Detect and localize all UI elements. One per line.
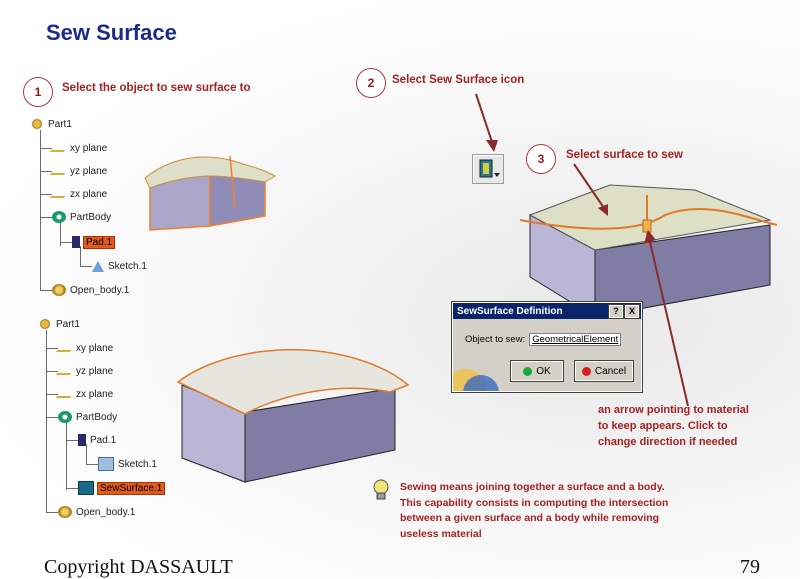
tree-node-label: Open_body.1 (76, 506, 136, 518)
plane-icon (55, 344, 75, 352)
tree-node-label: Part1 (56, 318, 80, 330)
tree-node-part[interactable]: Part1 (30, 117, 72, 131)
ok-button[interactable]: OK (510, 360, 564, 382)
object-to-sew-label: Object to sew: (465, 334, 526, 345)
object-to-sew-field[interactable]: GeometricalElement (529, 333, 622, 346)
tree-node-partbody[interactable]: PartBody (58, 410, 117, 424)
sew-surface-icon (78, 481, 94, 495)
sketch-icon (92, 260, 104, 272)
tree-node-label: Sketch.1 (118, 458, 157, 470)
ok-icon (523, 366, 533, 376)
tree-node-pad[interactable]: Pad.1 (72, 235, 116, 249)
pad-with-surface-model (144, 155, 276, 231)
tree-node-label: PartBody (70, 211, 112, 223)
tree-node-label: xy plane (76, 342, 114, 354)
tree-node-xy-plane[interactable]: xy plane (55, 341, 114, 355)
tree-node-label: Pad.1 (90, 434, 117, 446)
pad-surface-model (519, 184, 778, 318)
tree-node-open-body[interactable]: Open_body.1 (52, 283, 129, 297)
step-3-badge: 3 (526, 144, 556, 174)
tree-node-yz-plane[interactable]: yz plane (55, 364, 114, 378)
part-icon (30, 118, 44, 130)
tree-node-label: zx plane (76, 388, 114, 400)
help-button[interactable]: ? (608, 304, 624, 319)
open-body-icon (58, 506, 72, 518)
tree-node-label: yz plane (70, 165, 108, 177)
ok-label: OK (536, 365, 551, 377)
tree-node-partbody[interactable]: PartBody (52, 210, 111, 224)
direction-annotation-arrow (644, 230, 689, 407)
step-2-arrow (475, 93, 498, 152)
open-body-icon (52, 284, 66, 296)
note-line: between a given surface and a body while… (400, 512, 660, 524)
direction-annotation: an arrow pointing to material to keep ap… (598, 402, 749, 450)
tree-node-part[interactable]: Part1 (38, 317, 80, 331)
tree-node-open-body[interactable]: Open_body.1 (58, 505, 135, 519)
tree-node-pad[interactable]: Pad.1 (78, 433, 116, 447)
step-3-arrow (573, 163, 608, 216)
tree-node-zx-plane[interactable]: zx plane (55, 387, 114, 401)
cancel-label: Cancel (594, 365, 627, 377)
pad-icon (78, 434, 86, 446)
tree-node-label-selected: Pad.1 (82, 235, 116, 249)
tree-node-zx-plane[interactable]: zx plane (49, 187, 108, 201)
tree-node-label: Part1 (48, 118, 72, 130)
tree-node-label: Sketch.1 (108, 260, 147, 272)
sewn-result-model (176, 348, 410, 483)
plane-icon (49, 144, 69, 152)
part-icon (38, 318, 52, 330)
copyright-footer: Copyright DASSAULT (44, 556, 233, 578)
step-1-text: Select the object to sew surface to (62, 82, 251, 94)
sewsurface-definition-dialog[interactable]: SewSurface Definition ? X Object to sew:… (451, 301, 643, 393)
cancel-button[interactable]: Cancel (574, 360, 634, 382)
tree-node-sewsurface[interactable]: SewSurface.1 (78, 481, 166, 495)
page-number: 79 (740, 556, 760, 578)
object-to-sew-row: Object to sew: GeometricalElement (465, 333, 622, 346)
pad-icon (72, 236, 80, 248)
lightbulb-icon (373, 479, 389, 500)
note-line: This capability consists in computing th… (400, 496, 669, 509)
annotation-line: change direction if needed (598, 436, 738, 448)
note-line: useless material (400, 527, 482, 540)
annotation-line: to keep appears. Click to (598, 420, 728, 432)
annotation-line: an arrow pointing to material (598, 404, 749, 416)
step-2-badge: 2 (356, 68, 386, 98)
sketch-icon (98, 457, 114, 471)
tree-node-xy-plane[interactable]: xy plane (49, 141, 108, 155)
close-button[interactable]: X (624, 304, 640, 319)
tree-node-label: xy plane (70, 142, 108, 154)
gear-icon (52, 211, 66, 223)
tree-node-label-selected: SewSurface.1 (96, 481, 166, 495)
note-line: Sewing means joining together a surface … (400, 481, 665, 493)
tree-node-sketch[interactable]: Sketch.1 (92, 259, 147, 273)
plane-icon (49, 190, 69, 198)
dialog-title: SewSurface Definition (457, 305, 563, 317)
sew-surface-tool-icon[interactable] (472, 154, 504, 184)
plane-icon (55, 367, 75, 375)
tree-node-label: zx plane (70, 188, 108, 200)
tree-node-label: PartBody (76, 411, 118, 423)
tree-node-yz-plane[interactable]: yz plane (49, 164, 108, 178)
step-3-text: Select surface to sew (566, 149, 683, 161)
plane-icon (49, 167, 69, 175)
cancel-icon (581, 366, 591, 376)
dialog-decoration (453, 369, 499, 391)
sewing-note: Sewing means joining together a surface … (400, 480, 668, 542)
plane-icon (55, 390, 75, 398)
step-2-text: Select Sew Surface icon (392, 74, 525, 86)
dialog-title-bar: SewSurface Definition ? X (453, 303, 641, 319)
step-1-badge: 1 (23, 77, 53, 107)
gear-icon (58, 411, 72, 423)
page-title: Sew Surface (46, 20, 177, 45)
sew-surface-icon (479, 159, 500, 178)
tree-node-sketch[interactable]: Sketch.1 (98, 457, 157, 471)
tree-node-label: Open_body.1 (70, 284, 130, 296)
tree-node-label: yz plane (76, 365, 114, 377)
